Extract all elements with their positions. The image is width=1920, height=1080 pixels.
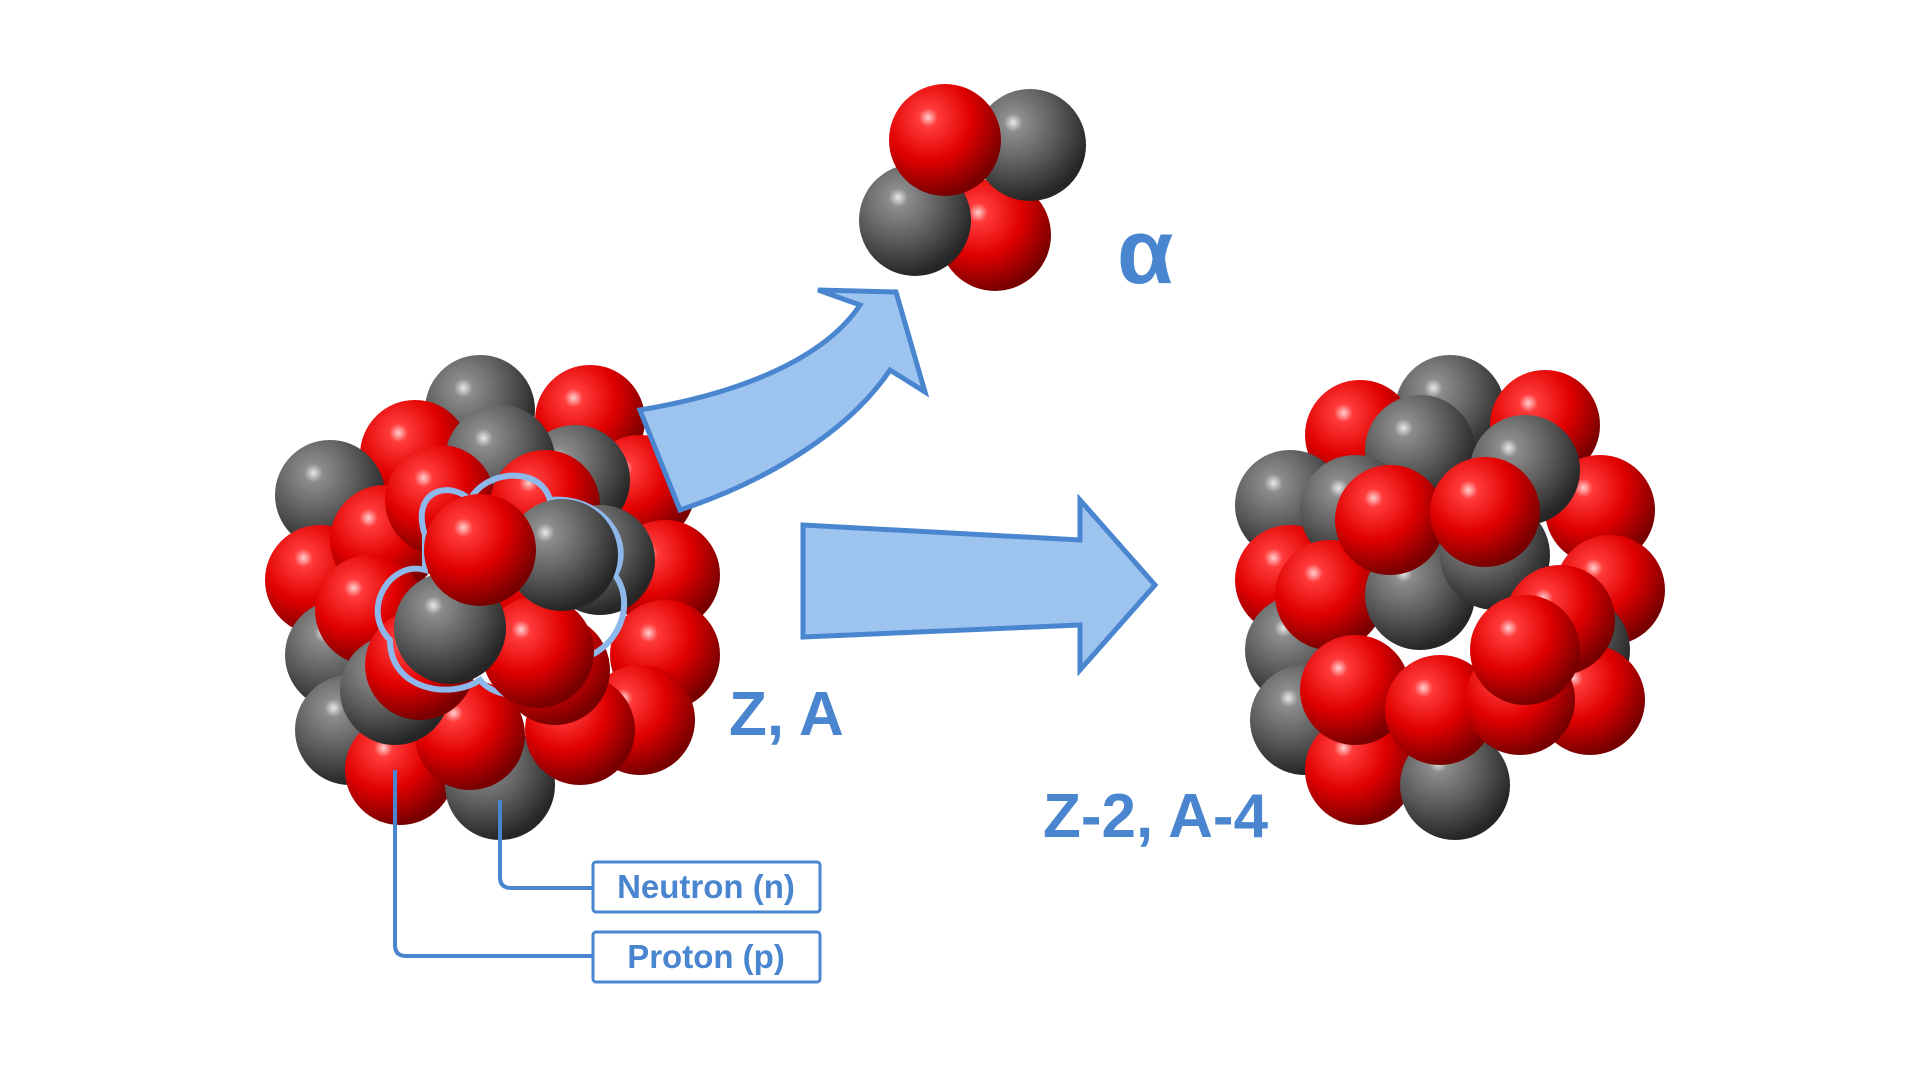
proton-sphere bbox=[1430, 457, 1540, 567]
emitted-alpha-particle bbox=[859, 84, 1086, 291]
straight-arrow bbox=[800, 493, 1159, 677]
proton-sphere bbox=[1385, 655, 1495, 765]
neutron-sphere bbox=[974, 89, 1086, 201]
neutron-leader-line bbox=[498, 800, 593, 890]
alpha-cluster-in-nucleus bbox=[394, 494, 618, 708]
proton-sphere bbox=[1335, 465, 1445, 575]
proton-sphere bbox=[424, 494, 536, 606]
proton-legend-box bbox=[591, 930, 822, 984]
parent-label: Z, A bbox=[729, 680, 844, 749]
neutron-legend-label: Neutron (n) bbox=[617, 868, 795, 905]
proton-sphere bbox=[1470, 595, 1580, 705]
neutron-sphere bbox=[506, 499, 618, 611]
daughter-label: Z-2, A-4 bbox=[1043, 782, 1269, 851]
daughter-nucleus bbox=[1235, 355, 1665, 840]
proton-sphere bbox=[1275, 540, 1385, 650]
proton-sphere bbox=[889, 84, 1001, 196]
neutron-legend-box bbox=[591, 860, 822, 914]
parent-nucleus bbox=[265, 355, 720, 840]
proton-leader-line bbox=[393, 770, 593, 958]
proton-sphere bbox=[482, 596, 594, 708]
alpha-symbol: α bbox=[1117, 201, 1174, 303]
alpha-cluster-outline bbox=[374, 472, 628, 699]
curved-arrow bbox=[636, 287, 930, 514]
proton-sphere bbox=[1305, 715, 1415, 825]
proton-legend-label: Proton (p) bbox=[627, 938, 785, 975]
proton-sphere bbox=[1300, 635, 1410, 745]
